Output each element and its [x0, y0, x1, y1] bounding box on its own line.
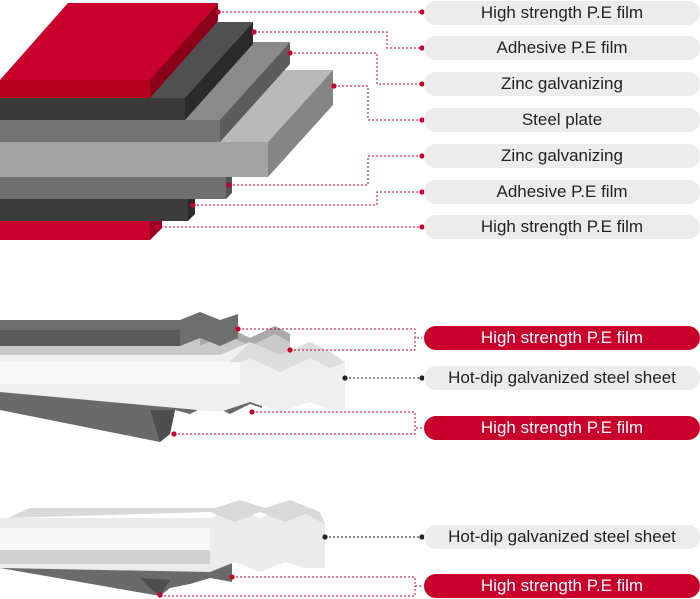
- anchor-dots-diagram-2: [171, 326, 425, 437]
- label-zinc-galvanizing-top: Zinc galvanizing: [424, 72, 700, 96]
- top-pe-film-layer: [0, 3, 218, 80]
- corrugated-sheet-diagram-2: [0, 500, 325, 596]
- label-high-strength-pe-film-bottom: High strength P.E film: [424, 215, 700, 239]
- galvanized-steel-sheet-2-front: [0, 528, 210, 550]
- label-adhesive-pe-film-top: Adhesive P.E film: [424, 36, 700, 60]
- leader-lines-diagram-3: [160, 536, 422, 597]
- corrugated-top-film-front: [0, 330, 180, 346]
- galvanized-steel-sheet-edge: [220, 342, 345, 372]
- leader-lines-diagram-1: [157, 11, 422, 228]
- corrugated-bottom-film-2-shade: [140, 578, 170, 596]
- bottom-zinc-layer-front: [0, 177, 226, 199]
- bottom-adhesive-layer-front: [0, 199, 188, 221]
- label-zinc-galvanizing-bottom: Zinc galvanizing: [424, 144, 700, 168]
- label-steel-plate: Steel plate: [424, 108, 700, 132]
- label-high-strength-pe-film-2-top: High strength P.E film: [424, 326, 700, 350]
- bottom-pe-film-front: [0, 221, 150, 240]
- anchor-dots-diagram-3: [157, 534, 425, 598]
- label-adhesive-pe-film-bottom: Adhesive P.E film: [424, 180, 700, 204]
- label-high-strength-pe-film-2-bottom: High strength P.E film: [424, 416, 700, 440]
- layer-stack-diagram: [0, 3, 333, 240]
- top-pe-film-side: [150, 3, 218, 98]
- corrugated-bottom-film-shade: [150, 410, 175, 442]
- top-adhesive-layer-side: [185, 22, 253, 120]
- galvanized-steel-sheet-2-top: [8, 500, 325, 524]
- label-hot-dip-galvanized-steel-sheet-2: Hot-dip galvanized steel sheet: [424, 525, 700, 549]
- label-high-strength-pe-film-3: High strength P.E film: [424, 574, 700, 598]
- steel-plate-side: [268, 70, 333, 177]
- top-pe-film-front: [0, 80, 150, 98]
- label-high-strength-pe-film-top: High strength P.E film: [424, 1, 700, 25]
- leader-lines-diagram-2: [174, 328, 422, 435]
- top-zinc-layer-front: [0, 120, 220, 142]
- top-adhesive-layer-front: [0, 98, 185, 120]
- galvanized-steel-sheet-2-lower: [0, 550, 210, 564]
- steel-plate-front: [0, 142, 268, 177]
- label-hot-dip-galvanized-steel-sheet: Hot-dip galvanized steel sheet: [424, 366, 700, 390]
- top-zinc-layer-side: [220, 42, 290, 142]
- corrugated-sheet-diagram: [0, 312, 345, 442]
- galvanized-steel-sheet-front: [0, 362, 240, 384]
- anchor-dots-diagram-1: [154, 9, 425, 230]
